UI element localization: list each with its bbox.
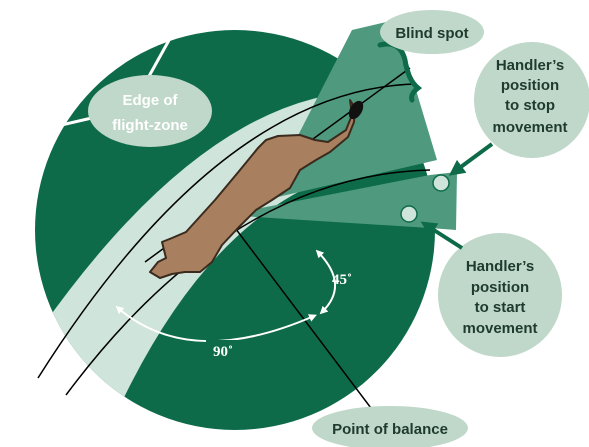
stop-pointer-arrow — [454, 144, 492, 172]
start-label-line3: to start — [475, 299, 526, 316]
stop-label-line1: Handler’s — [496, 57, 564, 74]
handler-start-marker — [401, 206, 417, 222]
start-label-line2: position — [471, 279, 529, 296]
start-label-line1: Handler’s — [466, 258, 534, 275]
stop-label-line4: movement — [492, 119, 567, 136]
handler-stop-marker — [433, 175, 449, 191]
start-label-line4: movement — [462, 320, 537, 337]
edge-label-line1: Edge of — [123, 92, 179, 109]
edge-label-bubble — [88, 75, 212, 147]
edge-label-line2: flight-zone — [112, 117, 188, 134]
stop-label-line3: to stop — [505, 97, 555, 114]
blind-spot-label: Blind spot — [395, 25, 468, 42]
angle-90-label: 90˚ — [213, 344, 233, 360]
stop-label-line2: position — [501, 77, 559, 94]
balance-label: Point of balance — [332, 421, 448, 438]
angle-45-label: 45˚ — [332, 272, 352, 288]
